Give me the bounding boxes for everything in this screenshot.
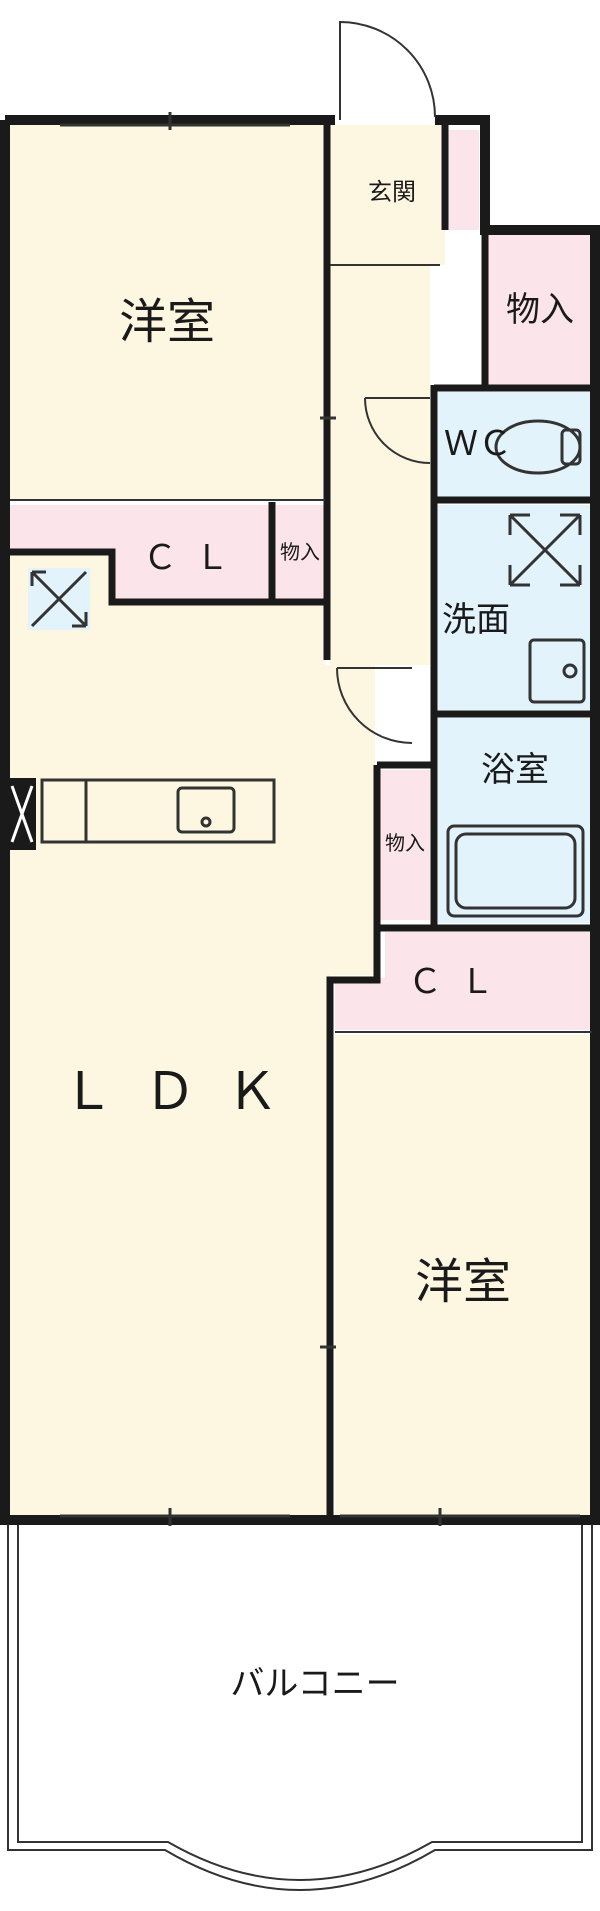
- western-room-2-label: 洋室: [415, 1254, 511, 1310]
- western-room-1-label: 洋室: [119, 294, 215, 350]
- balcony-label: バルコニー: [230, 1664, 399, 1704]
- closet-1-label: ＣＬ: [143, 538, 247, 578]
- closet-2-label: ＣＬ: [408, 962, 512, 1002]
- room-fills: [10, 125, 592, 1515]
- bath-area: [438, 718, 592, 923]
- entrance-strip: [447, 130, 479, 230]
- storage-small-1-area: [276, 505, 324, 600]
- bath-label: 浴室: [481, 750, 549, 790]
- storage-entrance-label: 物入: [506, 290, 574, 330]
- refrigerator-icon: [8, 778, 36, 850]
- entrance-label: 玄関: [368, 178, 416, 206]
- toilet-icon: [494, 419, 582, 475]
- wc-area: [438, 392, 592, 497]
- balcony: [7, 1520, 593, 1891]
- bathtub-icon: [446, 824, 585, 918]
- washroom-label: 洗面: [442, 600, 510, 640]
- kitchen-counter: [40, 778, 276, 844]
- doors: [60, 20, 580, 1526]
- storage-small-2-label: 物入: [385, 831, 425, 855]
- closet-2-area: [335, 932, 592, 1030]
- storage-small-1-label: 物入: [280, 540, 320, 564]
- interior-walls: [5, 120, 595, 1515]
- storage-entrance-area: [487, 235, 592, 385]
- western-room-1-area: [10, 125, 325, 500]
- vent-icon: [508, 513, 582, 587]
- wc-label: ＷＣ: [444, 424, 512, 464]
- sink-icon: [528, 638, 586, 704]
- ldk-label: ＬＤＫ: [62, 1062, 308, 1122]
- room-labels: 洋室 玄関 物入 ＣＬ 物入 ＷＣ 洗面 浴室 物入 ＣＬ ＬＤＫ 洋室 バルコ…: [62, 178, 574, 1704]
- western-room-2-area: [335, 1035, 592, 1515]
- entrance-area: [330, 125, 445, 265]
- kitchen-sink-icon: [176, 786, 236, 834]
- closet-1-area: [10, 505, 270, 600]
- storage-small-2-area: [380, 770, 430, 920]
- vent-icon: [28, 568, 90, 630]
- ldk-area: [10, 555, 375, 1515]
